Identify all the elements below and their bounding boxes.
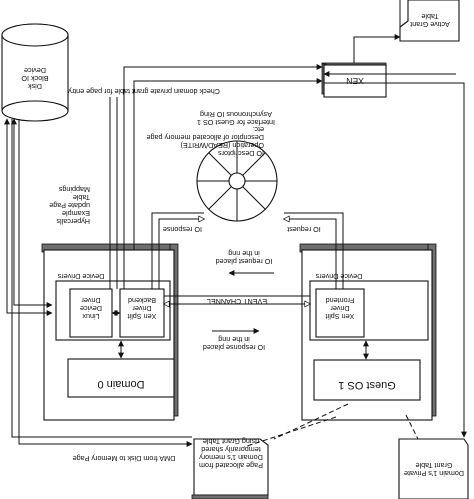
ring-hub bbox=[228, 172, 246, 190]
arrow-hypercall bbox=[133, 78, 323, 250]
arrow-dma-2 bbox=[11, 119, 192, 438]
guest-title-box bbox=[313, 359, 421, 401]
arrow-check-grant bbox=[324, 82, 467, 438]
domain0-title: Domain 0 bbox=[97, 378, 144, 390]
backend-driver-label: Xen SplitDriverBackend bbox=[128, 296, 157, 321]
arrow-io-request bbox=[284, 219, 337, 289]
active-grant-table-label: Active GrantTable bbox=[410, 12, 450, 29]
frontend-driver-box bbox=[315, 288, 365, 338]
arrow-disk-linux bbox=[4, 118, 53, 316]
active-grant-table-node bbox=[399, 0, 460, 42]
guest-os-node bbox=[299, 243, 437, 421]
request-placed-label: IO request placedin the ring bbox=[216, 249, 273, 266]
guest-title: Guest OS 1 bbox=[338, 379, 395, 391]
ring-slot-divider bbox=[208, 186, 232, 210]
ring-title-label: Interface for Guest OS 1Asynchronous IO … bbox=[197, 110, 275, 127]
xen-label: XEN bbox=[346, 76, 364, 86]
event-channel-label: EVENT CHANNEL bbox=[207, 297, 267, 306]
arrow-io-request-2 bbox=[284, 212, 344, 289]
io-response-label: IO response bbox=[163, 225, 202, 234]
domain0-device-drivers-label: Device Drivers bbox=[57, 272, 104, 281]
ring-slot-divider bbox=[242, 152, 266, 176]
arrow-hypercall-2 bbox=[123, 64, 323, 289]
page-allocated-label: Page allocated fromDomain 1's memorytemp… bbox=[199, 437, 263, 470]
arrow-xen-active-grant bbox=[353, 34, 401, 63]
arrow-io-response bbox=[158, 219, 204, 289]
disk-node bbox=[1, 23, 69, 122]
guest-device-drivers-label: Device Drivers bbox=[315, 272, 362, 281]
ring-slot-divider bbox=[242, 186, 266, 210]
hypercalls-label: HypercallsExampleupdate PageTableMapping… bbox=[49, 185, 90, 226]
disk-label: DiskBlock IODevice bbox=[21, 66, 49, 91]
dash-guest-to-grant bbox=[405, 414, 419, 440]
dash-guest-to-page-2 bbox=[243, 416, 337, 448]
domain0-title-box bbox=[67, 358, 175, 398]
private-grant-table-note bbox=[398, 438, 469, 499]
frontend-driver-label: Xen SplitDriverFrontend bbox=[326, 296, 355, 321]
private-grant-table-label: Domain 1's PrivateGrant Table bbox=[404, 461, 464, 478]
arrow-dma bbox=[18, 119, 193, 447]
check-grant-label: Check domain private grant table for pag… bbox=[68, 87, 220, 96]
page-allocated-note bbox=[191, 438, 269, 499]
response-placed-label: IO response placedin the ring bbox=[203, 335, 265, 352]
arrow-io-response-2 bbox=[151, 212, 204, 289]
ring-slot-divider bbox=[208, 152, 232, 176]
io-ring bbox=[196, 140, 278, 222]
linux-driver-label: LinuxDeviceDriver bbox=[80, 296, 102, 321]
backend-driver-box bbox=[119, 288, 165, 338]
io-request-label: IO request bbox=[287, 225, 321, 234]
arrow-disk-linux-2 bbox=[11, 118, 53, 308]
dma-label: DMA from Disk to Memory Page bbox=[73, 454, 176, 463]
ring-desc-label: IO DescriptorsOperation (READ/WRITE)Desc… bbox=[147, 125, 264, 158]
linux-driver-box bbox=[69, 288, 113, 338]
xen-node bbox=[321, 62, 387, 98]
